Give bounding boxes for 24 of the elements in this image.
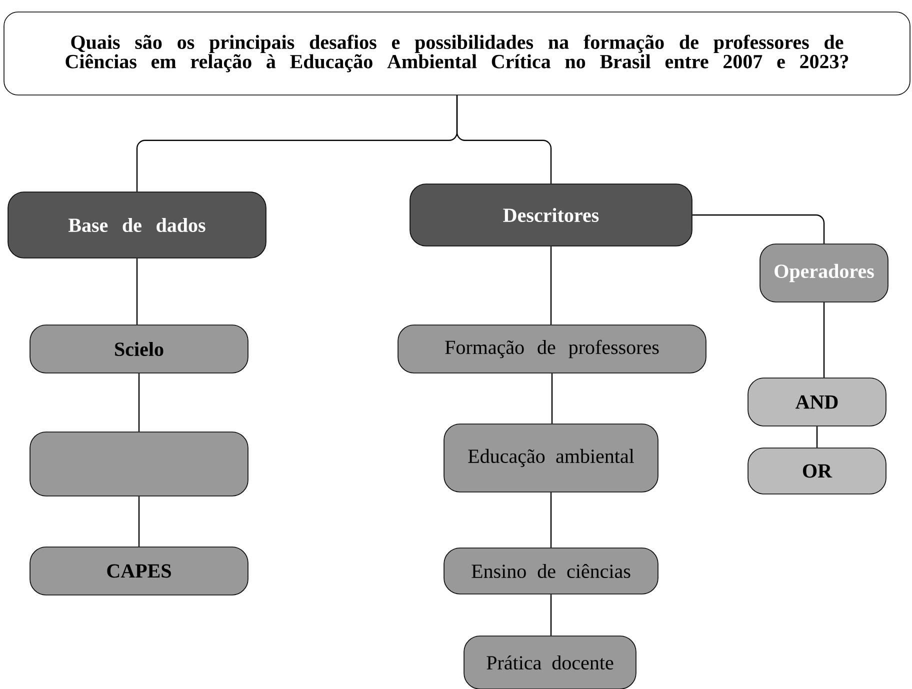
connector-line (551, 373, 553, 424)
connector-line (138, 496, 140, 547)
item-box: Prática docente (464, 636, 636, 689)
item-box: Scielo (30, 324, 248, 374)
question-box: Quais são os principais desafios e possibilidades na formação de professores de Ciências em relação à Educação Ambiental Crítica no Brasil entre 2007 e 2023? (4, 12, 910, 96)
connector-line (136, 258, 138, 325)
connector-line (823, 302, 825, 378)
item-box (30, 432, 248, 496)
connector-line (816, 426, 818, 448)
item-box: Ensino de ciências (444, 548, 658, 594)
connector-line (550, 492, 552, 548)
connector-line (456, 95, 552, 184)
item-box: Educação ambiental (444, 424, 658, 492)
connector-line (692, 214, 825, 244)
category-box: Descritores (410, 184, 692, 246)
connector-line (550, 594, 552, 636)
item-box: OR (748, 448, 886, 494)
connector-line (550, 246, 552, 325)
connector-line (138, 373, 140, 432)
item-box: CAPES (30, 546, 248, 596)
category-box: Operadores (760, 244, 888, 302)
category-box: Base de dados (8, 192, 266, 258)
item-box: Formação de professores (398, 324, 706, 374)
item-box: AND (748, 378, 886, 426)
